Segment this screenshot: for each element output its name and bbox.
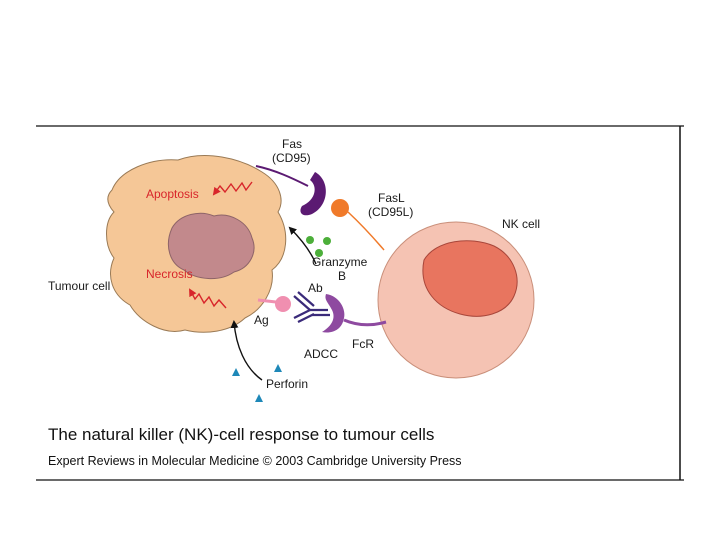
fc-receptor-stalk — [343, 318, 387, 327]
perforin-label: Perforin — [266, 377, 308, 391]
fcr-label: FcR — [352, 337, 374, 351]
antigen — [275, 296, 291, 312]
apoptosis-arrow — [212, 181, 253, 196]
perforin-molecule — [232, 368, 240, 376]
apoptosis-label: Apoptosis — [146, 187, 199, 201]
fasl-ligand — [331, 199, 349, 217]
granzyme-label: Granzyme — [312, 255, 368, 269]
fc-receptor — [322, 294, 345, 333]
perforin-arrow — [230, 320, 263, 381]
granzyme-arrow — [288, 226, 317, 265]
granzyme-granule — [306, 236, 314, 244]
necrosis-arrow — [189, 288, 227, 309]
fas-receptor-stalk — [255, 165, 309, 187]
tumour-cell-label: Tumour cell — [48, 279, 110, 293]
antigen-stalk — [257, 298, 277, 304]
fasl-cd95l-label: (CD95L) — [368, 205, 413, 219]
fasl-label: FasL — [378, 191, 405, 205]
granzyme-b-label: B — [338, 269, 346, 283]
fas-receptor — [300, 172, 326, 216]
perforin-molecule — [274, 364, 282, 372]
adcc-label: ADCC — [304, 347, 338, 361]
tumour-nucleus — [168, 212, 255, 279]
necrosis-label: Necrosis — [146, 267, 193, 281]
fas-cd95-label: (CD95) — [272, 151, 311, 165]
antibody — [293, 291, 330, 323]
ab-label: Ab — [308, 281, 323, 295]
nk-nucleus — [422, 240, 518, 317]
fas-label: Fas — [282, 137, 302, 151]
figure-frame — [36, 125, 684, 481]
figure-title: The natural killer (NK)-cell response to… — [48, 425, 434, 444]
figure-source: Expert Reviews in Molecular Medicine © 2… — [48, 454, 462, 468]
perforin-molecule — [255, 394, 263, 402]
nk-cell-label: NK cell — [502, 217, 540, 231]
granzyme-granule — [323, 237, 331, 245]
fasl-stalk — [347, 211, 385, 251]
granzyme-granule — [315, 249, 323, 257]
ag-label: Ag — [254, 313, 269, 327]
